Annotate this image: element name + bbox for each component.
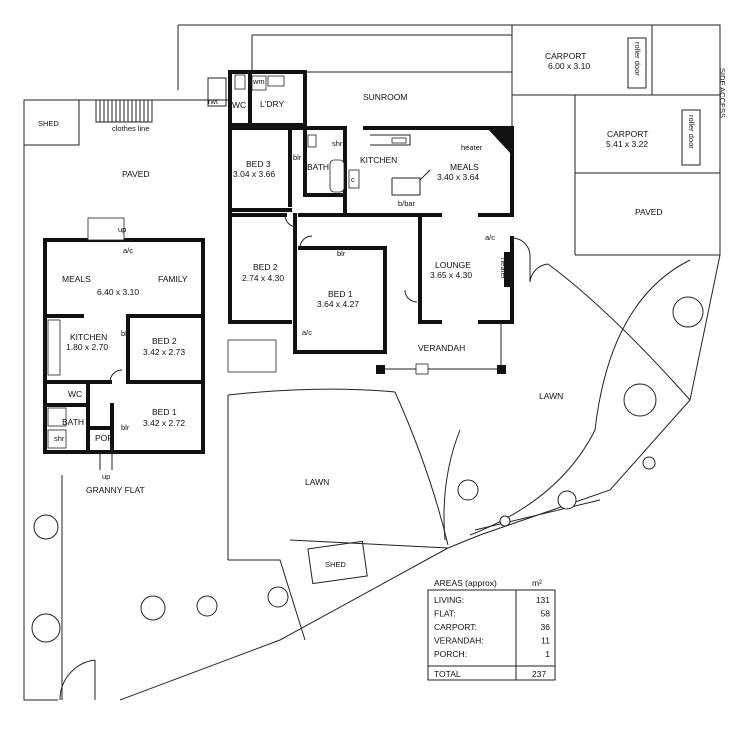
wm-label: wm	[252, 77, 265, 86]
area-row-value: 1	[545, 649, 550, 659]
carport-dim: 6.00 x 3.10	[548, 61, 590, 71]
gf-kitchen-label: KITCHEN	[70, 332, 107, 342]
heater-label: heater	[461, 143, 483, 152]
carport-label: CARPORT	[545, 51, 586, 61]
area-row-label: CARPORT:	[434, 622, 477, 632]
up-label: up	[118, 225, 126, 234]
carport-label: CARPORT	[607, 129, 648, 139]
tree-icon	[140, 595, 166, 621]
bbar-label: b/bar	[398, 199, 416, 208]
trees	[31, 296, 704, 643]
lawn-label: LAWN	[305, 477, 329, 487]
tree-icon	[267, 586, 289, 608]
side-access-label: SIDE ACCESS	[718, 68, 727, 118]
gf-bath-label: BATH	[62, 417, 84, 427]
bed1-label: BED 1	[328, 289, 353, 299]
gf-kitchen-dim: 1.80 x 2.70	[66, 342, 108, 352]
tree-icon	[623, 383, 657, 417]
ac-label: a/c	[123, 246, 133, 255]
gf-bed2-dim: 3.42 x 2.73	[143, 347, 185, 357]
bath-label: BATH	[307, 162, 329, 172]
granny-flat	[43, 217, 205, 470]
lawn-label: LAWN	[539, 391, 563, 401]
paved-label: PAVED	[635, 207, 663, 217]
ac-label: a/c	[302, 328, 312, 337]
areas-total-value: 237	[532, 669, 546, 679]
tree-icon	[31, 613, 61, 643]
gf-wc-label: WC	[68, 389, 82, 399]
blr-label: blr	[121, 423, 130, 432]
gf-meals-dim: 6.40 x 3.10	[97, 287, 139, 297]
area-row-value: 58	[541, 609, 551, 619]
clothes-line-label: clothes line	[112, 124, 150, 133]
lounge-dim: 3.65 x 4.30	[430, 270, 472, 280]
tree-icon	[642, 456, 656, 470]
bed2-label: BED 2	[253, 262, 278, 272]
clothes-line	[95, 99, 153, 123]
paved-label: PAVED	[122, 169, 150, 179]
laundry-label: L'DRY	[260, 99, 284, 109]
wc-label: WC	[232, 100, 246, 110]
kitchen-label: KITCHEN	[360, 155, 397, 165]
bed1-dim: 3.64 x 4.27	[317, 299, 359, 309]
meals-dim: 3.40 x 3.64	[437, 172, 479, 182]
gf-bed1-label: BED 1	[152, 407, 177, 417]
shed-label: SHED	[38, 119, 59, 128]
area-row-label: PORCH:	[434, 649, 467, 659]
tree-icon	[33, 514, 59, 540]
heater-label: heater	[499, 258, 508, 280]
blr-label: blr	[293, 153, 302, 162]
main-house	[207, 70, 549, 375]
blr-label: blr	[121, 329, 130, 338]
areas-unit: m²	[532, 578, 542, 588]
c-label: c	[351, 175, 355, 184]
garden	[59, 259, 691, 701]
tree-icon	[457, 479, 479, 501]
area-row-label: LIVING:	[434, 595, 464, 605]
areas-title: AREAS (approx)	[434, 578, 497, 588]
ac-label: a/c	[485, 233, 495, 242]
area-row-value: 36	[541, 622, 551, 632]
area-row-label: VERANDAH:	[434, 636, 484, 646]
shr-label: shr	[332, 139, 343, 148]
room-labels: SIDE ACCESS CARPORT 6.00 x 3.10 CARPORT …	[38, 42, 727, 569]
area-row-value: 131	[536, 595, 550, 605]
gf-shr-label: shr	[54, 434, 65, 443]
area-row-value: 11	[541, 636, 550, 646]
bed2-dim: 2.74 x 4.30	[242, 273, 284, 283]
area-row-label: FLAT:	[434, 609, 456, 619]
tree-icon	[196, 595, 218, 617]
rwt-label: rwt	[208, 97, 219, 106]
meals-label: MEALS	[450, 162, 479, 172]
bed3-dim: 3.04 x 3.66	[233, 169, 275, 179]
sunroom-label: SUNROOM	[363, 92, 407, 102]
tree-icon	[557, 490, 577, 510]
up-label: up	[102, 472, 110, 481]
tree-icon	[672, 296, 704, 328]
tree-icon	[499, 515, 511, 527]
gf-por-label: POR	[95, 433, 113, 443]
blr-label: blr	[337, 249, 346, 258]
shed-label: SHED	[325, 560, 346, 569]
gf-meals-label: MEALS	[62, 274, 91, 284]
lounge-label: LOUNGE	[435, 260, 471, 270]
areas-total-label: TOTAL	[434, 669, 461, 679]
verandah-label: VERANDAH	[418, 343, 465, 353]
granny-flat-label: GRANNY FLAT	[86, 485, 145, 495]
roller-door-label: roller door	[687, 115, 696, 149]
roller-door-label: roller door	[633, 42, 642, 76]
gf-family-label: FAMILY	[158, 274, 188, 284]
bed3-label: BED 3	[246, 159, 271, 169]
carport-dim: 5.41 x 3.22	[606, 139, 648, 149]
gf-bed1-dim: 3.42 x 2.72	[143, 418, 185, 428]
gf-bed2-label: BED 2	[152, 336, 177, 346]
